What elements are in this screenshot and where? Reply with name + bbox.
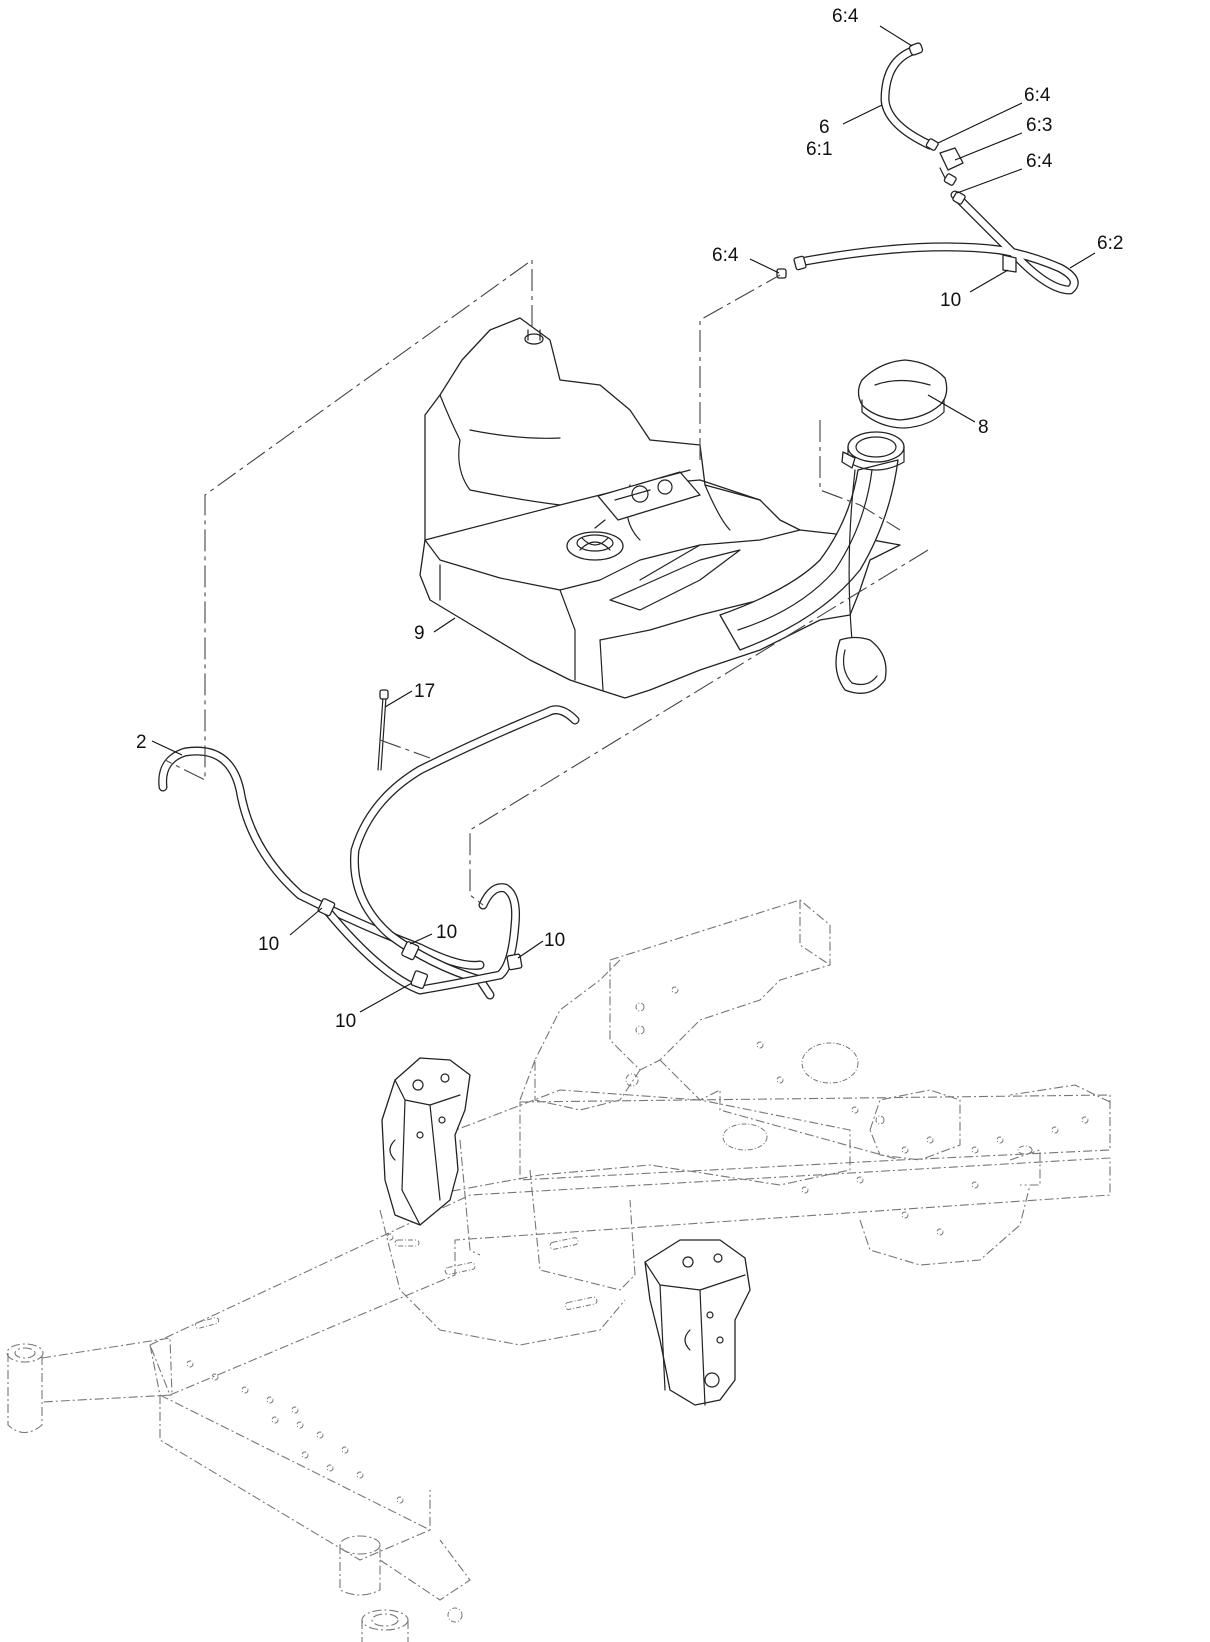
callout-6-4-a: 6:4 <box>1024 85 1051 106</box>
callout-17: 17 <box>414 681 435 702</box>
callout-6-2: 6:2 <box>1097 233 1123 254</box>
callout-10-b: 10 <box>436 922 457 943</box>
fuel-hoses <box>158 689 580 1000</box>
assembly-phantom-lines <box>164 258 929 906</box>
callout-6-1: 6:1 <box>806 139 832 160</box>
callout-labels: 6:4 6 6:1 6:4 6:3 6:4 6:4 6:2 10 8 9 17 … <box>136 6 1123 1032</box>
callout-10-c: 10 <box>544 930 565 951</box>
callout-10-d: 10 <box>335 1011 356 1032</box>
leader-lines <box>151 25 1096 1013</box>
chassis-frame <box>6 899 1111 1642</box>
filler-neck <box>719 359 948 694</box>
callout-6: 6 <box>819 117 830 138</box>
callout-2: 2 <box>136 732 147 753</box>
callout-8: 8 <box>978 417 989 438</box>
fuel-tank <box>419 317 901 699</box>
callout-10-a: 10 <box>258 934 279 955</box>
callout-10-top: 10 <box>940 290 961 311</box>
vent-hose-assembly <box>776 42 1079 295</box>
deck-mount-brackets <box>381 1057 751 1406</box>
callout-6-4-left: 6:4 <box>712 245 739 266</box>
callout-6-4-b: 6:4 <box>1026 151 1053 172</box>
callout-6-4-top: 6:4 <box>832 6 859 27</box>
callout-6-3: 6:3 <box>1026 115 1052 136</box>
callout-9: 9 <box>414 623 425 644</box>
